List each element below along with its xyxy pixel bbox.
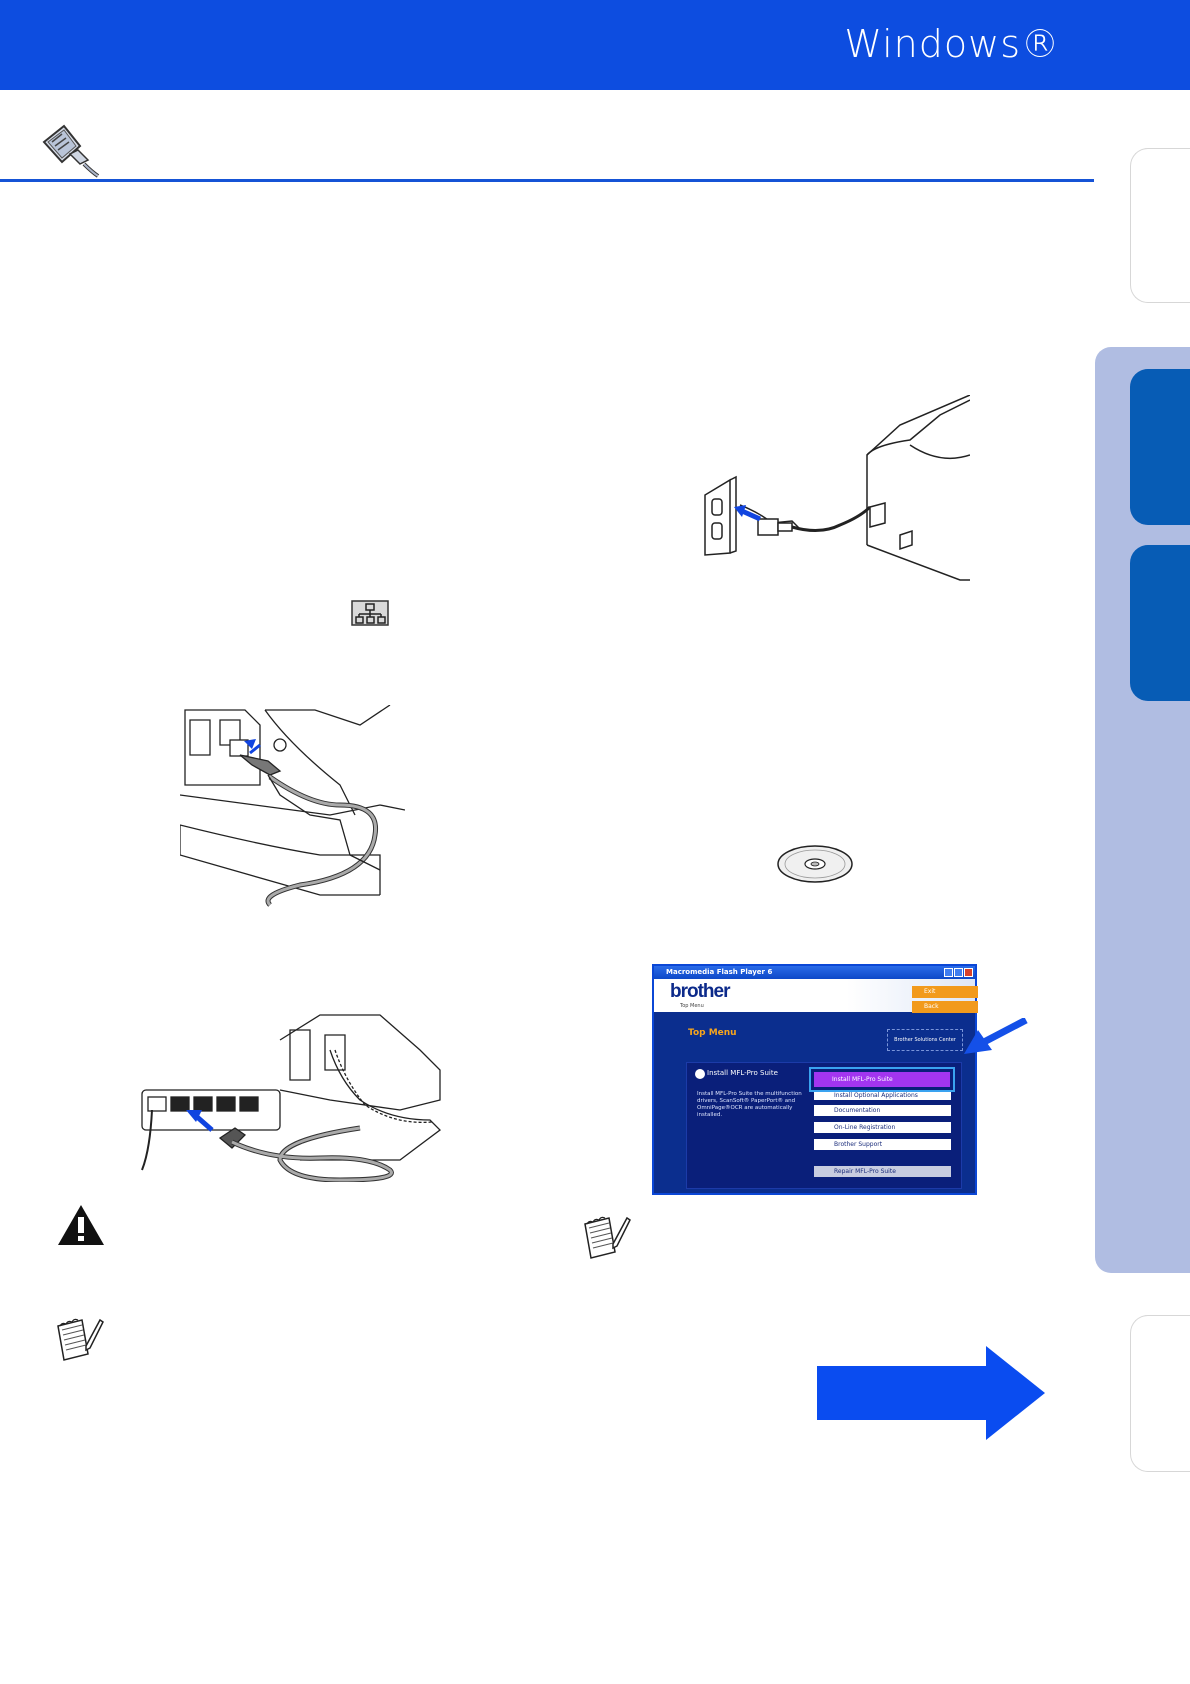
os-title: Windows® <box>844 22 1060 66</box>
menu-item-install-highlight[interactable]: Install MFL-Pro Suite <box>809 1067 955 1092</box>
back-button[interactable]: Back <box>912 1001 978 1013</box>
warning-icon <box>56 1203 106 1247</box>
note-icon <box>56 1316 104 1362</box>
header-divider <box>0 179 1094 182</box>
lan-cable-machine-illustration <box>179 704 406 910</box>
description-text: Install MFL-Pro Suite the multifunction … <box>697 1091 802 1118</box>
menu-item-optional-apps[interactable]: Install Optional Applications <box>814 1092 951 1100</box>
side-tab-3[interactable] <box>1130 545 1190 701</box>
brand-logo: brother <box>670 981 730 1002</box>
menu-item-install-mfl-pro[interactable]: Install MFL-Pro Suite <box>814 1072 950 1087</box>
side-tab-4[interactable] <box>1130 1315 1190 1472</box>
side-tab-2[interactable] <box>1130 369 1190 525</box>
pointer-arrow-icon <box>962 1016 1028 1058</box>
close-button[interactable] <box>964 968 973 977</box>
network-hub-illustration <box>140 1010 445 1183</box>
solutions-center-link[interactable]: Brother Solutions Center <box>887 1029 963 1051</box>
top-menu-title: Top Menu <box>688 1028 737 1038</box>
minimize-button[interactable] <box>944 968 953 977</box>
cd-rom-icon <box>776 844 854 884</box>
menu-item-documentation[interactable]: Documentation <box>814 1105 951 1116</box>
install-menu-screenshot: Macromedia Flash Player 6 brother Top Me… <box>652 964 978 1195</box>
app-subtitle: Top Menu <box>680 1003 704 1009</box>
menu-item-support[interactable]: Brother Support <box>814 1139 951 1150</box>
menu-item-registration[interactable]: On-Line Registration <box>814 1122 951 1133</box>
note-icon <box>583 1214 631 1260</box>
power-plug-illustration <box>700 394 971 590</box>
side-tab-1[interactable] <box>1130 148 1190 303</box>
maximize-button[interactable] <box>954 968 963 977</box>
lan-port-icon <box>351 600 389 626</box>
header-bar: Windows® <box>0 0 1190 90</box>
description-title: Install MFL-Pro Suite <box>707 1069 778 1077</box>
network-cable-icon <box>40 120 100 178</box>
menu-item-repair[interactable]: Repair MFL-Pro Suite <box>814 1166 951 1177</box>
cd-icon <box>695 1069 705 1079</box>
exit-button[interactable]: Exit <box>912 986 978 998</box>
next-page-arrow-icon[interactable] <box>815 1344 1045 1442</box>
window-title: Macromedia Flash Player 6 <box>654 966 975 979</box>
